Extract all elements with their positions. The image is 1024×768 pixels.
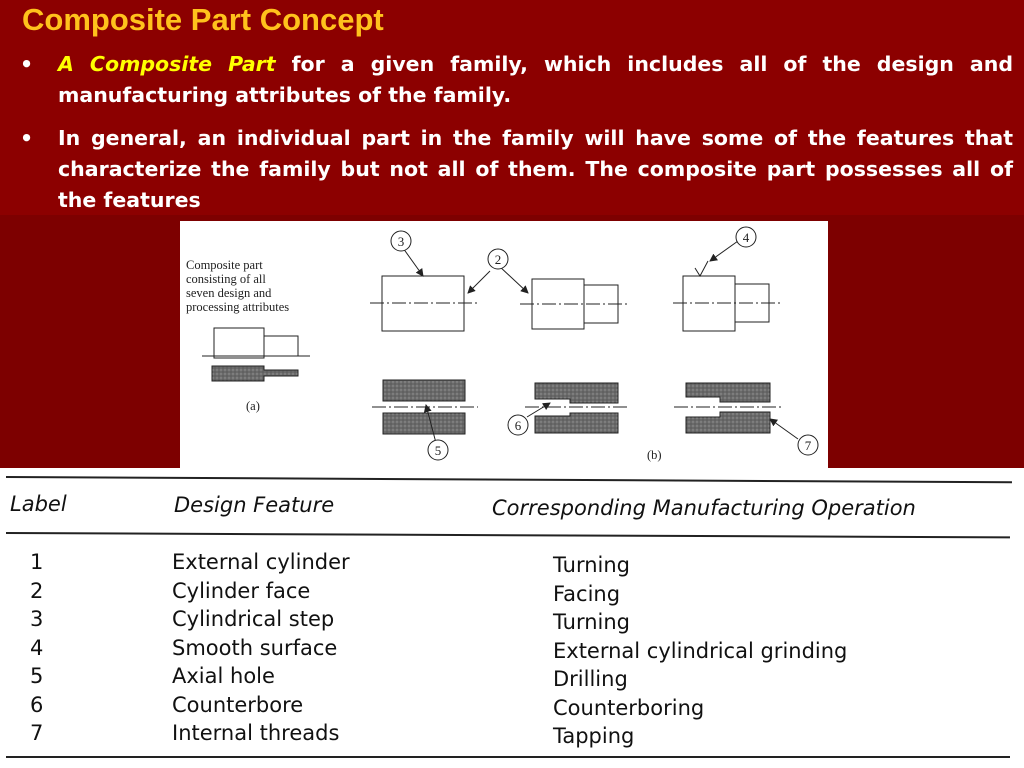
table-cell-operation: Turning — [553, 553, 630, 577]
part-drawing-threaded — [674, 382, 799, 440]
callout-number: 6 — [515, 418, 522, 433]
callout-7: 7 — [797, 434, 819, 456]
bullet-list: • A Composite Part for a given family, w… — [20, 49, 1013, 228]
slide-title: Composite Part Concept — [22, 2, 384, 37]
bullet-item-individual-part: • In general, an individual part in the … — [20, 123, 1013, 216]
operation-column: Turning Facing Turning External cylindri… — [553, 551, 847, 751]
bullet-marker: • — [20, 126, 34, 150]
part-drawing-external — [370, 247, 491, 332]
header-label: Label — [10, 492, 67, 516]
part-drawing-ground — [673, 240, 782, 332]
callout-2: 2 — [487, 248, 509, 270]
table-cell-label: 3 — [30, 607, 44, 631]
part-drawing-step — [497, 264, 630, 330]
caption-line: processing attributes — [186, 300, 289, 314]
caption-line: seven design and — [186, 286, 272, 300]
bullet-item-composite-part: • A Composite Part for a given family, w… — [20, 49, 1013, 111]
table-cell-operation: External cylindrical grinding — [553, 638, 848, 663]
header-design-feature: Design Feature — [174, 493, 335, 517]
table-cell-label: 7 — [30, 721, 44, 745]
callout-number: 3 — [398, 234, 405, 249]
bullet-emphasis: A Composite Part — [58, 52, 276, 76]
part-drawing-counterbore — [525, 382, 630, 434]
table-cell-operation: Drilling — [553, 667, 628, 691]
panel-b-label: (b) — [647, 448, 662, 462]
label-column: 1 2 3 4 5 6 7 — [30, 548, 43, 748]
table-cell-label: 2 — [30, 578, 44, 603]
callout-4: 4 — [735, 226, 757, 248]
caption-line: consisting of all — [186, 272, 266, 286]
figure-caption: Composite part consisting of all seven d… — [186, 258, 289, 314]
callout-number: 5 — [435, 443, 442, 458]
callout-5: 5 — [427, 439, 449, 461]
slide-background-top — [0, 0, 1024, 215]
bullet-text: In general, an individual part in the fa… — [58, 126, 1013, 212]
bullet-text: for a given family, which includes all o… — [58, 52, 1013, 107]
feature-table: Label Design Feature Corresponding Manuf… — [0, 468, 1024, 768]
table-bottom-rule — [6, 756, 1010, 758]
table-cell-operation: Facing — [553, 581, 621, 606]
part-drawings: Composite part consisting of all seven d… — [186, 226, 819, 462]
part-drawing-axial-hole — [372, 379, 478, 444]
callout-number: 2 — [495, 252, 502, 267]
callout-number: 7 — [805, 438, 812, 453]
header-manufacturing-operation: Corresponding Manufacturing Operation — [492, 496, 916, 520]
design-feature-column: External cylinder Cylinder face Cylindri… — [172, 548, 350, 748]
table-cell-feature: Cylinder face — [172, 578, 311, 603]
caption-line: Composite part — [186, 258, 263, 272]
composite-part-figure: Composite part consisting of all seven d… — [180, 221, 828, 468]
table-cell-label: 1 — [30, 550, 44, 574]
table-cell-label: 5 — [30, 664, 44, 688]
table-cell-label: 6 — [30, 692, 44, 717]
panel-a-label: (a) — [246, 399, 260, 413]
table-cell-operation: Counterboring — [553, 695, 705, 720]
table-cell-feature: Internal threads — [172, 721, 340, 745]
table-header-rule — [5, 532, 1010, 539]
table-cell-operation: Tapping — [553, 724, 635, 748]
bullet-marker: • — [20, 52, 34, 76]
table-cell-feature: Cylindrical step — [172, 607, 335, 631]
composite-part-drawing — [202, 327, 310, 382]
table-cell-operation: Turning — [553, 610, 630, 634]
table-cell-label: 4 — [30, 635, 44, 660]
table-cell-feature: Counterbore — [172, 692, 304, 717]
callout-3: 3 — [390, 230, 412, 252]
callout-number: 4 — [743, 230, 750, 245]
table-top-rule — [5, 476, 1012, 484]
table-cell-feature: External cylinder — [172, 550, 350, 574]
table-cell-feature: Smooth surface — [172, 635, 338, 660]
callout-6: 6 — [507, 414, 529, 436]
table-cell-feature: Axial hole — [172, 664, 275, 688]
